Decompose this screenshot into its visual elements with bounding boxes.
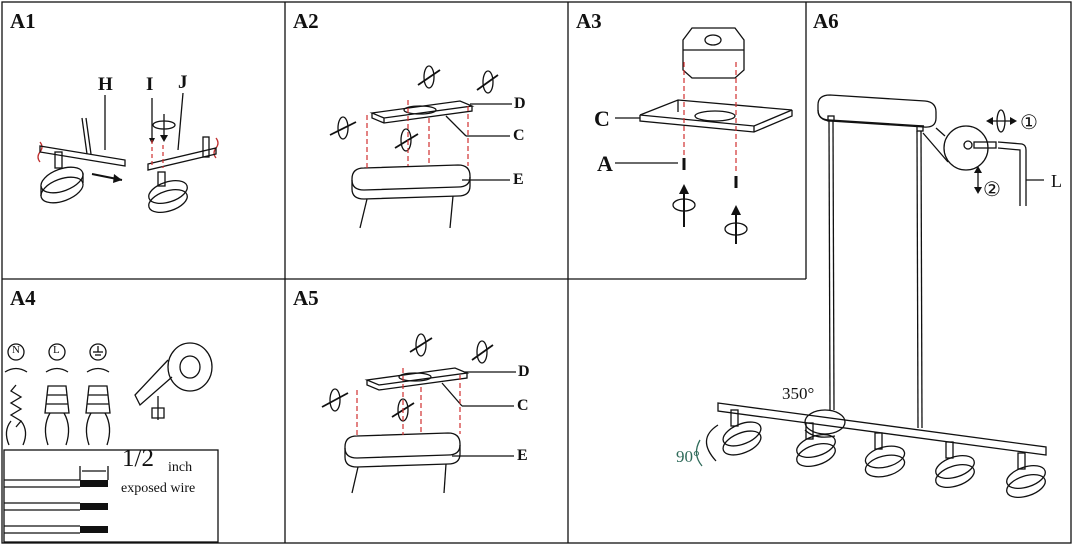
- exposed-wire-caption: exposed wire: [121, 481, 196, 496]
- a6-accents: [695, 439, 703, 467]
- step-title-a5: A5: [293, 286, 319, 310]
- part-label-j: J: [178, 72, 188, 93]
- neutral-symbol: N: [12, 344, 20, 356]
- part-label-c-a3: C: [594, 106, 610, 131]
- step-marker-1: ①: [1020, 112, 1038, 134]
- part-label-e: E: [513, 171, 524, 188]
- a2-guides: [366, 100, 469, 168]
- part-label-e-a5: E: [517, 447, 528, 464]
- tilt-angle-label: 90°: [676, 447, 700, 466]
- a3-arrowheads: [679, 184, 741, 215]
- part-label-l: L: [1051, 171, 1062, 191]
- a1-drawing: [37, 92, 219, 213]
- part-label-i: I: [146, 74, 154, 95]
- step-title-a3: A3: [576, 9, 602, 33]
- step-title-a2: A2: [293, 9, 319, 33]
- step-marker-2: ②: [983, 179, 1001, 201]
- a2-drawing: [329, 65, 512, 229]
- step-title-a4: A4: [10, 286, 36, 310]
- step-title-a6: A6: [813, 9, 839, 33]
- part-label-h: H: [98, 74, 113, 95]
- a3-drawing: [615, 27, 793, 244]
- unit-label: inch: [168, 460, 193, 475]
- rotation-angle-label: 350°: [782, 384, 815, 403]
- a4-hatching: [80, 480, 108, 533]
- a3-guides: [683, 62, 737, 174]
- fraction-label: 1/2: [122, 445, 154, 472]
- part-label-c: C: [513, 127, 525, 144]
- part-label-d-a5: D: [518, 363, 530, 380]
- part-label-a: A: [597, 151, 613, 176]
- step-title-a1: A1: [10, 9, 36, 33]
- live-symbol: L: [53, 344, 60, 356]
- a6-arrowheads: [974, 117, 1017, 194]
- part-label-c-a5: C: [517, 397, 529, 414]
- part-label-d: D: [514, 95, 526, 112]
- a5-guides: [356, 368, 461, 436]
- a4-drawing: [3, 342, 219, 543]
- a5-drawing: [321, 333, 516, 494]
- a6-drawing: [705, 94, 1047, 498]
